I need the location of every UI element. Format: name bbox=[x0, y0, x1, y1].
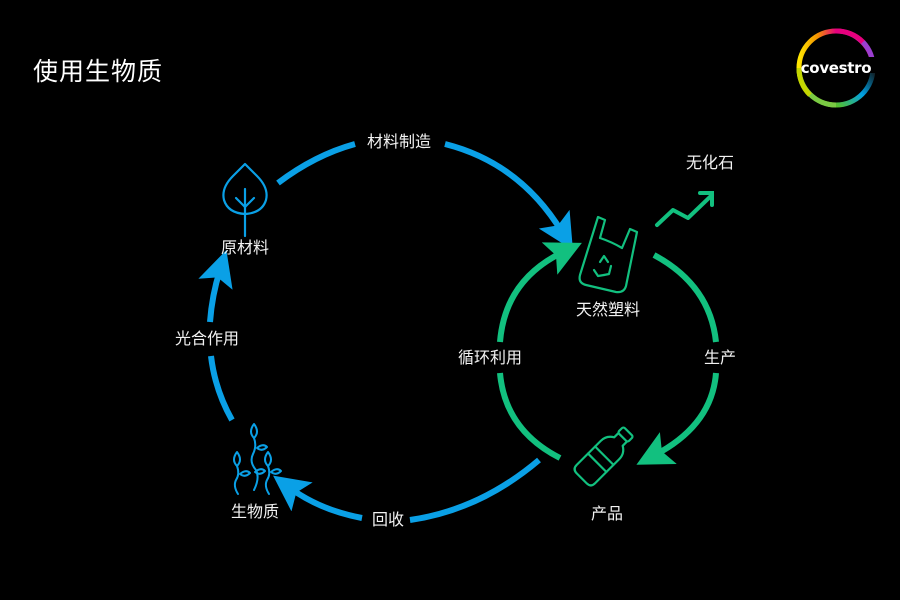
edge-label-circular-use: 循环利用 bbox=[457, 348, 523, 367]
edge-circular-use-arrow bbox=[497, 242, 582, 343]
edge-label-photosynthesis: 光合作用 bbox=[174, 329, 240, 348]
edge-recycle-arrow bbox=[273, 475, 363, 521]
leaf-icon bbox=[222, 162, 268, 238]
edge-circular-use-arrow-tail bbox=[497, 372, 562, 461]
edge-production-arrow bbox=[636, 372, 719, 465]
edge-production-arrow-tail bbox=[652, 252, 719, 343]
logo-text: covestro bbox=[800, 59, 872, 77]
logo-ring-icon bbox=[796, 28, 877, 108]
edge-label-recycle: 回收 bbox=[371, 510, 405, 529]
edge-photosynthesis-arrow-tail bbox=[208, 355, 235, 422]
edge-photosynthesis-arrow bbox=[198, 249, 233, 323]
edge-recycle-arrow-tail bbox=[409, 457, 541, 523]
edge-label-production: 生产 bbox=[703, 348, 737, 367]
node-label-raw-material: 原材料 bbox=[220, 238, 270, 257]
trend-up-arrow-icon bbox=[655, 191, 714, 227]
node-label-product: 产品 bbox=[590, 504, 624, 523]
sprouts-icon bbox=[233, 423, 282, 495]
page-title: 使用生物质 bbox=[33, 57, 164, 86]
edge-material-manufacturing-arrow-head bbox=[444, 141, 573, 250]
covestro-logo: covestro bbox=[795, 27, 877, 109]
recycle-bag-icon bbox=[578, 215, 639, 294]
fossil-free-label: 无化石 bbox=[685, 153, 735, 172]
plastic-bottle-icon bbox=[573, 426, 634, 487]
node-label-natural-plastic: 天然塑料 bbox=[575, 300, 641, 319]
edge-material-manufacturing-arrow bbox=[276, 141, 356, 186]
edge-label-material-manufacturing: 材料制造 bbox=[366, 132, 432, 151]
node-label-biomass: 生物质 bbox=[230, 502, 280, 521]
